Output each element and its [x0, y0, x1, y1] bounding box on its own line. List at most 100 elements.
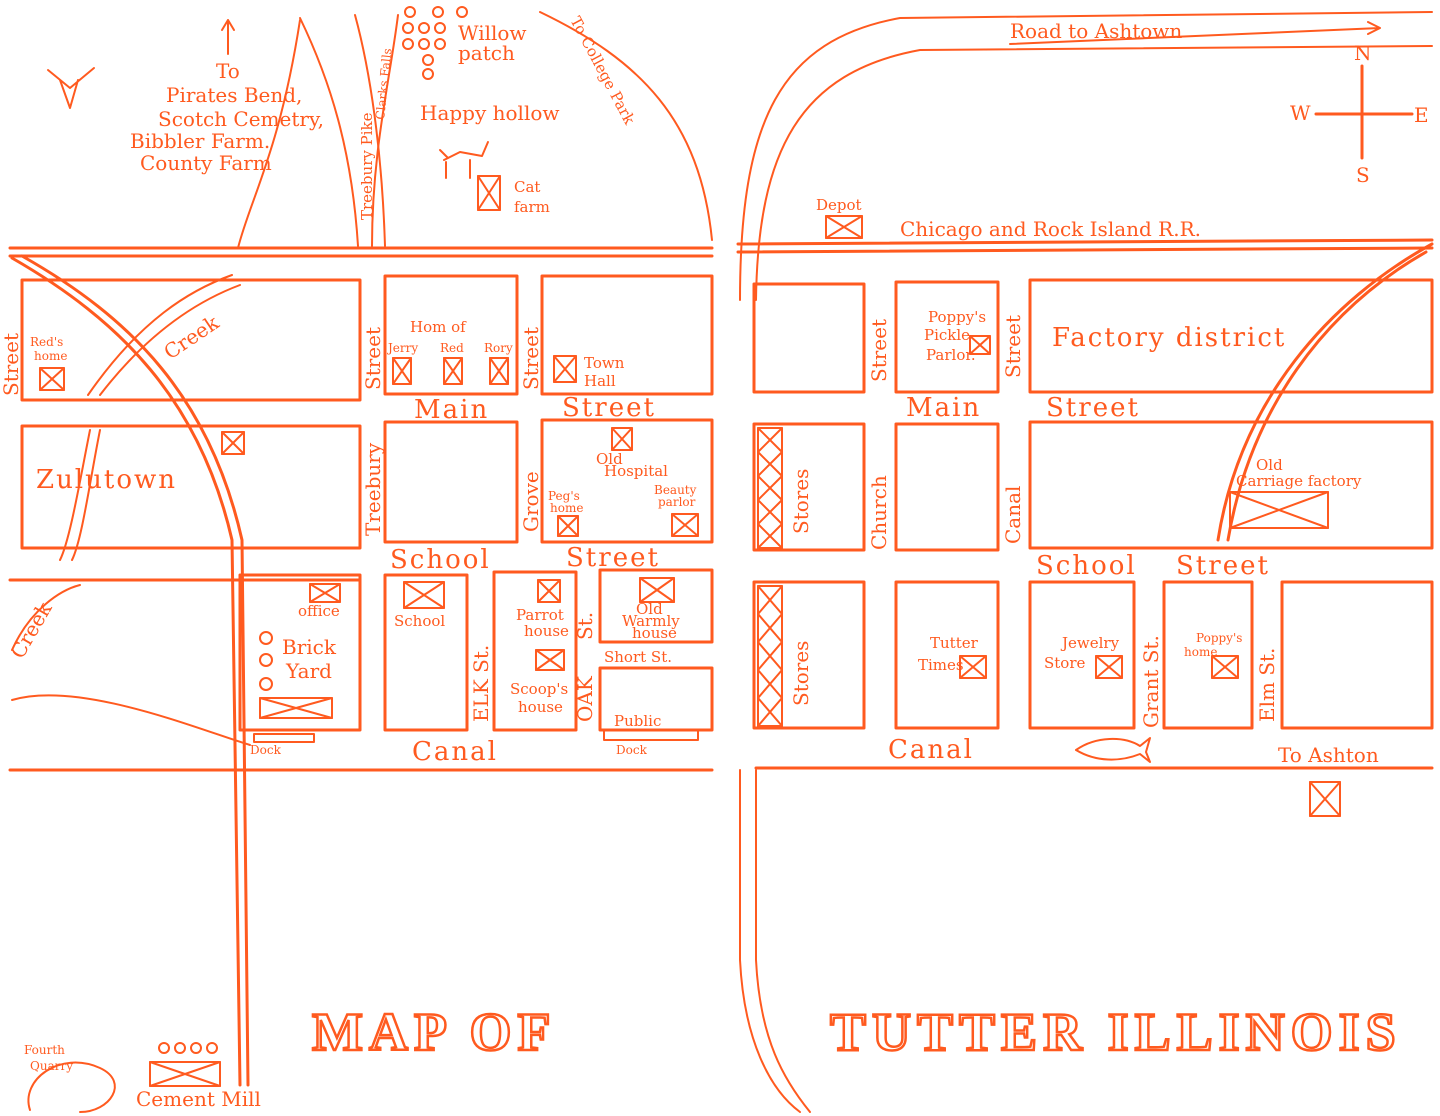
labels: To Pirates Bend, Scotch Cemetry, Bibbler…: [0, 13, 1429, 1111]
label-reds-home: home: [34, 349, 67, 363]
store-markers: [757, 427, 783, 727]
label-parrot-house: house: [524, 622, 569, 640]
label-road-to-ashtown: Road to Ashtown: [1010, 19, 1182, 43]
label-factory-district: Factory district: [1052, 323, 1286, 353]
road-college-park: [539, 11, 713, 241]
label-railroad: Chicago and Rock Island R.R.: [900, 217, 1201, 241]
label-creek-lower: Creek: [6, 597, 58, 662]
label-public: Public: [614, 712, 661, 730]
label-short-st: Short St.: [604, 648, 672, 666]
label-street-edge: Street: [0, 333, 23, 396]
label-office: office: [298, 602, 340, 620]
label-oak-st: St.: [573, 612, 597, 640]
label-scoops-house: house: [518, 698, 563, 716]
title-tutter-illinois: TUTTER ILLINOIS: [830, 1002, 1402, 1062]
label-parlor-r: Parlor.: [926, 346, 976, 364]
label-school-street-left-a: School: [390, 545, 491, 575]
railroad-track-left: [8, 246, 714, 1087]
label-street-church-top: Street: [867, 319, 891, 382]
road-to-ashtown-arrow: [1009, 21, 1381, 45]
label-pirates-bend: Pirates Bend,: [166, 83, 302, 107]
label-church: Church: [867, 475, 891, 550]
label-jewelry: Jewelry: [1060, 634, 1120, 652]
label-red: Red: [440, 341, 464, 355]
label-warmly-house: house: [632, 624, 677, 642]
block-jewelry: [1028, 580, 1136, 730]
road-curve-outer: [739, 11, 1433, 301]
label-school-street-left-b: Street: [566, 543, 660, 573]
label-school-bldg: School: [394, 612, 445, 630]
label-school-right: School: [1036, 551, 1137, 581]
title-map-of: MAP OF: [312, 1002, 556, 1062]
label-grant-st: Grant St.: [1139, 635, 1163, 728]
label-stores-2: Stores: [789, 641, 813, 706]
cat-sketch: [439, 141, 489, 179]
label-willow: Willow: [458, 21, 527, 45]
label-street-treebury-top: Street: [361, 327, 385, 390]
label-main-left: Main: [414, 395, 489, 425]
creek-lower-b: [71, 429, 101, 561]
dock-left: [253, 733, 315, 743]
block-hospital: [540, 418, 714, 544]
compass-w: W: [1290, 101, 1311, 125]
compass-s: S: [1356, 163, 1370, 187]
creek-lower-a: [59, 429, 91, 561]
label-tutter: Tutter: [930, 634, 979, 652]
creek-canal-a: [11, 584, 81, 651]
label-patch: patch: [458, 41, 515, 65]
label-clarks-falls: Clarks Falls: [373, 48, 394, 121]
block-church: [894, 422, 1000, 552]
label-bibbler-farm: Bibbler Farm.: [130, 129, 270, 153]
label-old-warmly-old: Old: [636, 600, 663, 618]
compass-rose: [1314, 64, 1414, 160]
block-homes: [383, 274, 519, 396]
creek-upper-a: [99, 284, 241, 396]
label-hospital: Hospital: [604, 462, 668, 480]
label-street-school-right: Street: [1176, 551, 1270, 581]
label-zulutown: Zulutown: [36, 465, 177, 495]
creek-canal-b: [11, 694, 251, 746]
dock-public: [603, 729, 699, 741]
label-stores-1: Stores: [789, 469, 813, 534]
label-store: Store: [1044, 654, 1086, 672]
compass-n: N: [1354, 41, 1372, 65]
label-brick: Brick: [282, 635, 337, 659]
north-arrow-left: [221, 19, 235, 55]
block-town-hall: [540, 274, 714, 396]
block-reds-home: [20, 278, 362, 402]
label-scoops: Scoop's: [510, 680, 568, 698]
label-parrot: Parrot: [516, 606, 564, 624]
block-r1a: [752, 282, 866, 394]
road-to-pirates: [237, 19, 301, 249]
label-elm-st: Elm St.: [1255, 648, 1279, 722]
road-treebury-pike-b: [354, 14, 386, 247]
left-map-half: [8, 6, 714, 1113]
fish-sketch: [1075, 737, 1151, 763]
road-curve-lower-outer: [739, 769, 801, 1113]
label-county-farm: County Farm: [140, 151, 272, 175]
willow-trees: [402, 6, 468, 80]
label-rory: Rory: [484, 341, 513, 355]
block-poppy: [1162, 580, 1254, 730]
label-reds: Red's: [30, 335, 63, 349]
label-quarry: Quarry: [30, 1059, 73, 1073]
compass-e: E: [1414, 103, 1429, 127]
label-cat: Cat: [514, 178, 540, 196]
block-stores-1: [752, 422, 866, 552]
building-markers-left: [39, 175, 699, 1087]
block-treebury: [383, 420, 519, 544]
label-street-canal-top: Street: [1001, 315, 1025, 378]
label-yard: Yard: [285, 659, 332, 683]
railroad-spur-right: [1216, 242, 1434, 542]
block-factory: [1028, 278, 1434, 394]
label-depot: Depot: [816, 196, 862, 214]
road-clarks-falls: [371, 14, 399, 247]
moth-sketch: [47, 67, 95, 109]
label-jerry: Jerry: [386, 341, 418, 355]
label-fourth: Fourth: [24, 1043, 65, 1057]
label-dock-left: Dock: [250, 743, 282, 757]
label-warmly: Warmly: [622, 612, 680, 630]
label-treebury-pike: Treebury Pike: [358, 112, 376, 220]
block-warmly: [598, 568, 714, 644]
